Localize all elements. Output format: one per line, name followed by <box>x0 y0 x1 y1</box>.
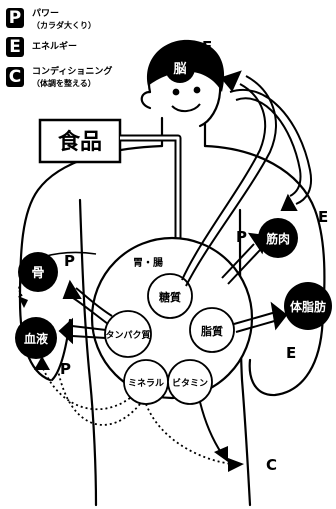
stomach-label: 胃・腸 <box>133 256 163 269</box>
marker-p-muscle: P <box>236 228 247 246</box>
face <box>172 88 200 111</box>
protein-label: タンパク質 <box>105 329 150 341</box>
mineral-label: ミネラル <box>128 378 164 389</box>
marker-e-brain: E <box>202 38 212 56</box>
food-label: 食品 <box>58 129 102 155</box>
arrow-vitamin-to-c <box>200 402 228 462</box>
marker-c-bottom: C <box>266 456 277 474</box>
marker-p-bone: P <box>64 252 75 270</box>
carbs-label: 糖質 <box>159 290 181 304</box>
marker-e-fat: E <box>286 344 296 362</box>
muscle-label: 筋肉 <box>265 231 290 246</box>
blood-label: 血液 <box>24 331 48 346</box>
marker-e-muscle: E <box>318 208 328 226</box>
arrow-carbs-to-brain <box>182 72 276 286</box>
fat-label: 脂質 <box>200 324 223 338</box>
vitamin-label: ビタミン <box>172 377 208 389</box>
body-fat-label: 体脂肪 <box>290 299 326 314</box>
brain-label: 脳 <box>173 62 186 77</box>
bone-label: 骨 <box>31 266 44 281</box>
marker-p-blood: P <box>60 360 71 378</box>
